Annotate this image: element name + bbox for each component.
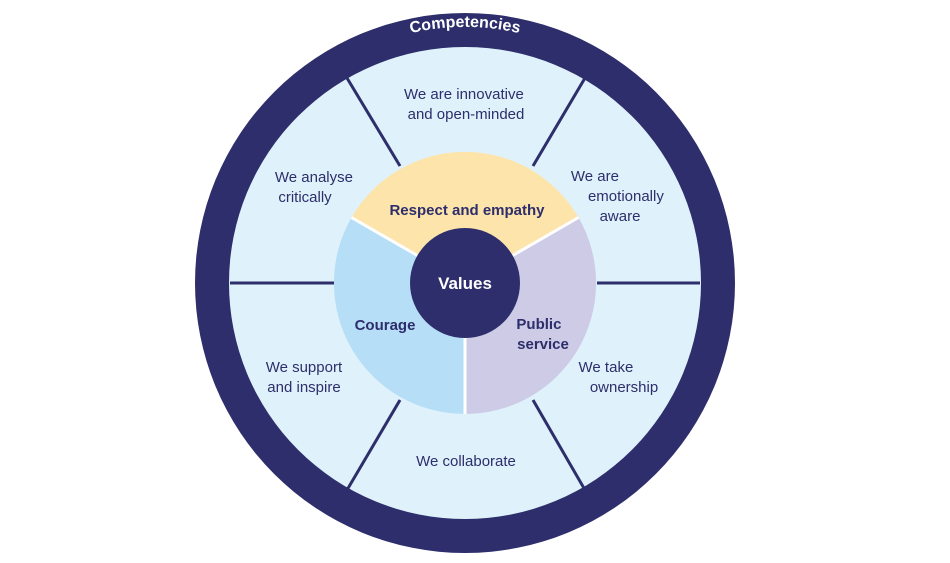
values-center-label: Values: [438, 274, 492, 293]
ring-title: Competencies: [408, 14, 522, 37]
competency-label-innovative: We are innovative and open-minded: [404, 86, 528, 123]
values-center: [410, 228, 520, 338]
competency-label-analyse: We analyse critically: [275, 169, 357, 206]
competency-label-ownership: We take ownership: [579, 359, 659, 396]
competency-label-support: We support and inspire: [266, 359, 347, 396]
divider-bottom-right: [531, 399, 587, 491]
value-label-public-service: Public service: [516, 316, 568, 353]
competency-label-emotionally-aware: We are emotionally aware: [571, 168, 668, 225]
divider-bottom-left: [345, 399, 402, 491]
value-label-respect: Respect and empathy: [389, 202, 545, 219]
divider-top-left: [345, 77, 402, 167]
competency-label-collaborate: We collaborate: [416, 453, 516, 470]
value-label-courage: Courage: [355, 317, 416, 334]
competency-dividers: [230, 77, 700, 491]
divider-top-right: [531, 77, 587, 167]
